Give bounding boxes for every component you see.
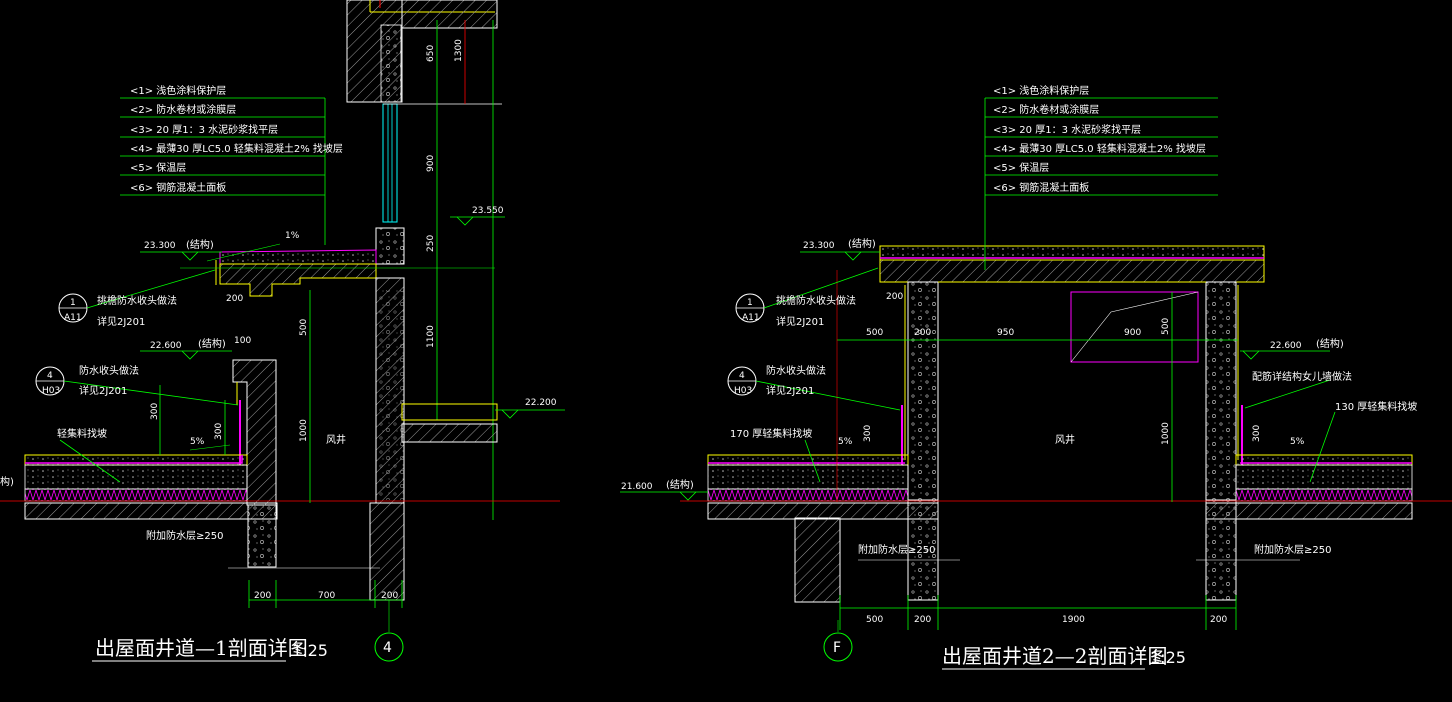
left-layer-4: <4> 最薄30 厚LC5.0 轻集料混凝土2% 找坡层 — [130, 142, 343, 155]
left-dimensions: 650 1300 900 250 1100 500 1000 300 200 1… — [150, 39, 464, 601]
left-layer-1: <1> 浅色涂料保护层 — [130, 84, 226, 97]
svg-text:650: 650 — [426, 45, 436, 62]
left-elev-roof: 23.300 — [144, 241, 176, 251]
right-axis-label: F — [833, 640, 841, 656]
svg-text:200: 200 — [381, 591, 398, 601]
left-elev-curb-note: (结构) — [198, 337, 226, 350]
right-callout1-num: 1 — [747, 298, 753, 308]
left-waterproof: 附加防水层≥250 — [146, 529, 223, 542]
right-slope-right: 5% — [1290, 437, 1305, 447]
left-section-drawing — [0, 0, 565, 662]
right-section-drawing — [620, 97, 1452, 662]
right-callout2-num: 4 — [739, 371, 745, 381]
left-elev-window: 23.550 — [472, 206, 504, 216]
left-slope-top: 1% — [285, 231, 300, 241]
svg-text:200: 200 — [1210, 615, 1227, 625]
svg-text:300: 300 — [1252, 425, 1262, 442]
right-elev-base-note: (结构) — [666, 478, 694, 491]
svg-text:200: 200 — [254, 591, 271, 601]
window-frame — [382, 103, 398, 223]
left-layer-3: <3> 20 厚1：3 水泥砂浆找平层 — [130, 123, 278, 136]
right-elev-roof: 23.300 — [803, 241, 835, 251]
right-callout2-text2: 详见2J201 — [766, 384, 814, 397]
right-elev-roof-note: (结构) — [848, 237, 876, 250]
left-elev-lower: 22.200 — [525, 398, 557, 408]
left-title: 出屋面井道—1剖面详图 — [95, 636, 308, 660]
right-callout2-sheet: H03 — [734, 386, 752, 396]
right-well-label: 风井 — [1055, 433, 1075, 446]
svg-text:1900: 1900 — [1062, 615, 1085, 625]
right-elev-curb-note: (结构) — [1316, 337, 1344, 350]
svg-text:500: 500 — [866, 328, 883, 338]
left-well-label: 风井 — [326, 433, 346, 446]
right-layer-3: <3> 20 厚1：3 水泥砂浆找平层 — [993, 123, 1141, 136]
svg-text:700: 700 — [318, 591, 335, 601]
left-axis-label: 4 — [383, 640, 392, 656]
left-layer-2: <2> 防水卷材或涂膜层 — [130, 103, 236, 116]
svg-text:200: 200 — [914, 328, 931, 338]
left-callout1-num: 1 — [70, 298, 76, 308]
right-layer-legend: <1> 浅色涂料保护层 <2> 防水卷材或涂膜层 <3> 20 厚1：3 水泥砂… — [993, 84, 1206, 194]
right-slope-left: 5% — [838, 437, 853, 447]
right-rebar-note: 配筋详结构女儿墙做法 — [1252, 370, 1352, 383]
right-callout2-text1: 防水收头做法 — [766, 364, 826, 377]
left-layer-6: <6> 钢筋混凝土面板 — [130, 181, 226, 194]
left-callout2-num: 4 — [47, 371, 53, 381]
svg-text:500: 500 — [1161, 318, 1171, 335]
right-callout1-text2: 详见2J201 — [776, 315, 824, 328]
svg-text:950: 950 — [997, 328, 1014, 338]
right-waterproof-left: 附加防水层≥250 — [858, 543, 935, 556]
svg-text:300: 300 — [150, 403, 160, 420]
right-fill-right: 130 厚轻集料找坡 — [1335, 400, 1417, 413]
right-fill-left: 170 厚轻集料找坡 — [730, 427, 812, 440]
left-callout1-text1: 挑檐防水收头做法 — [97, 294, 177, 307]
left-layer-legend: <1> 浅色涂料保护层 <2> 防水卷材或涂膜层 <3> 20 厚1：3 水泥砂… — [130, 84, 343, 194]
right-layer-4: <4> 最薄30 厚LC5.0 轻集料混凝土2% 找坡层 — [993, 142, 1206, 155]
svg-text:1000: 1000 — [1161, 422, 1171, 445]
svg-text:200: 200 — [226, 294, 243, 304]
right-layer-1: <1> 浅色涂料保护层 — [993, 84, 1089, 97]
right-layer-5: <5> 保温层 — [993, 161, 1049, 174]
left-callout2-text2: 详见2J201 — [79, 384, 127, 397]
left-scale: 1:25 — [292, 641, 328, 660]
svg-text:250: 250 — [426, 235, 436, 252]
left-light-fill: 轻集料找坡 — [57, 427, 107, 440]
svg-text:300: 300 — [214, 423, 224, 440]
svg-text:900: 900 — [426, 155, 436, 172]
right-layer-2: <2> 防水卷材或涂膜层 — [993, 103, 1099, 116]
svg-text:500: 500 — [866, 615, 883, 625]
svg-text:500: 500 — [299, 319, 309, 336]
right-dimensions: 200 500 200 950 900 500 300 300 1000 500… — [863, 292, 1262, 625]
left-elev-curb: 22.600 — [150, 341, 182, 351]
right-layer-6: <6> 钢筋混凝土面板 — [993, 181, 1089, 194]
svg-text:100: 100 — [234, 336, 251, 346]
axis-bubble-F — [823, 632, 853, 662]
svg-text:1100: 1100 — [426, 325, 436, 348]
svg-text:300: 300 — [863, 425, 873, 442]
left-elev-roof-note: (结构) — [186, 238, 214, 251]
left-callout2-text1: 防水收头做法 — [79, 364, 139, 377]
left-edge-note: 构) — [0, 475, 14, 488]
right-waterproof-right: 附加防水层≥250 — [1254, 543, 1331, 556]
right-elev-curb: 22.600 — [1270, 341, 1302, 351]
svg-text:1000: 1000 — [299, 419, 309, 442]
svg-text:1300: 1300 — [454, 39, 464, 62]
right-scale: 1:25 — [1150, 648, 1186, 667]
left-layer-5: <5> 保温层 — [130, 161, 186, 174]
right-callout1-text1: 挑檐防水收头做法 — [776, 294, 856, 307]
right-callout1-sheet: A11 — [742, 313, 760, 323]
opening-rectangle — [1070, 291, 1199, 363]
svg-text:900: 900 — [1124, 328, 1141, 338]
right-title: 出屋面井道2—2剖面详图 — [942, 644, 1167, 668]
svg-text:200: 200 — [914, 615, 931, 625]
left-callout1-text2: 详见2J201 — [97, 315, 145, 328]
axis-bubble-4 — [374, 632, 404, 662]
left-callout2-sheet: H03 — [42, 386, 60, 396]
left-callout1-sheet: A11 — [64, 313, 82, 323]
left-slope-bottom: 5% — [190, 437, 205, 447]
right-elev-base: 21.600 — [621, 482, 653, 492]
svg-text:200: 200 — [886, 292, 903, 302]
